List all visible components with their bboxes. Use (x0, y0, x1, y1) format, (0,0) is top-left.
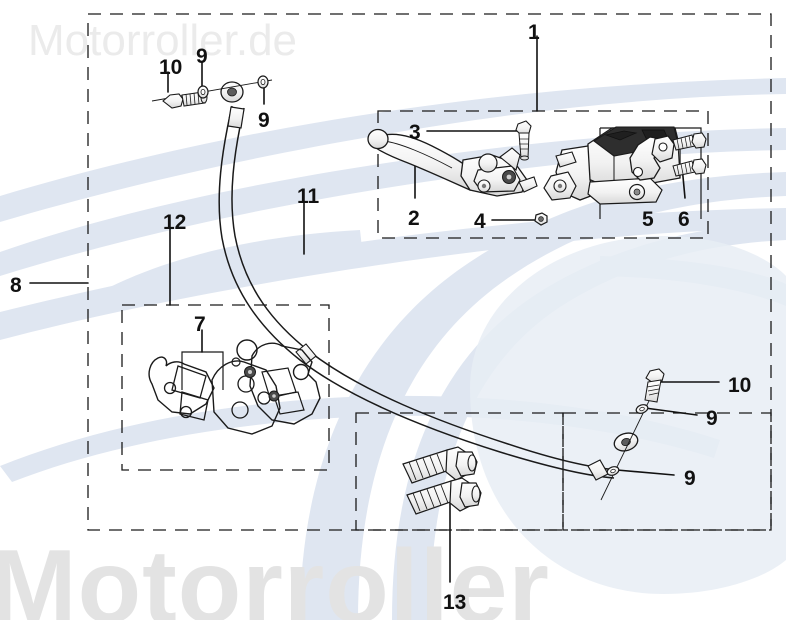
callout-banjo-bolt: 10 (728, 374, 752, 397)
callout-pivot-bolt: 3 (409, 121, 421, 144)
lower-hose-fitting (600, 368, 665, 501)
callout-sealing-washer: 9 (258, 109, 270, 132)
callout-sealing-washer: 9 (684, 467, 696, 490)
mounting-bolt-upper (402, 446, 478, 484)
part-lever-pivot-bolt (515, 120, 532, 161)
dashed-box-caliper-group (121, 304, 330, 471)
watermark-bottom: Motorroller (0, 529, 550, 620)
callout-caliper-group: 12 (163, 211, 187, 234)
leader-9c (644, 407, 698, 416)
dashed-box-outer-system (87, 13, 772, 531)
callout-banjo-bolt: 10 (159, 56, 183, 79)
callout-handlebar-clamp: 5 (642, 208, 654, 231)
part-clamp-bolts (672, 132, 707, 177)
upper-hose-fitting (151, 75, 273, 109)
part-lever-pivot-nut (534, 212, 548, 226)
clamp-bolt-lower (672, 158, 707, 177)
callout-brake-pads: 7 (194, 313, 206, 336)
part-caliper-mounting-bolts (402, 446, 482, 515)
watermark-top: Motorroller.de (28, 16, 298, 65)
part-caliper-assembly (148, 339, 321, 435)
callout-sealing-washer: 9 (196, 45, 208, 68)
dashed-box-master-cylinder (377, 110, 709, 239)
dashed-box-mounting-bolts (355, 412, 564, 531)
dashed-box-hose-fitting (562, 412, 772, 531)
part-brake-hose (218, 81, 639, 481)
leader-9d (616, 469, 675, 476)
callout-complete-brake-system: 8 (10, 274, 22, 297)
part-brake-lever (367, 128, 538, 197)
clamp-bolt-upper (672, 132, 707, 151)
callout-master-cylinder-assembly: 1 (528, 21, 540, 44)
callout-sealing-washer: 9 (706, 407, 718, 430)
part-banjo-bolt-lower (644, 368, 665, 403)
callout-caliper-mounting-bolts: 13 (443, 591, 467, 614)
callout-brake-hose: 11 (297, 185, 320, 208)
mounting-bolt-lower (406, 477, 482, 515)
part-handlebar-clamp (629, 135, 675, 181)
callout-brake-lever: 2 (408, 207, 420, 230)
callout-pivot-nut: 4 (474, 210, 486, 233)
callout-clamp-bolt: 6 (678, 208, 690, 231)
